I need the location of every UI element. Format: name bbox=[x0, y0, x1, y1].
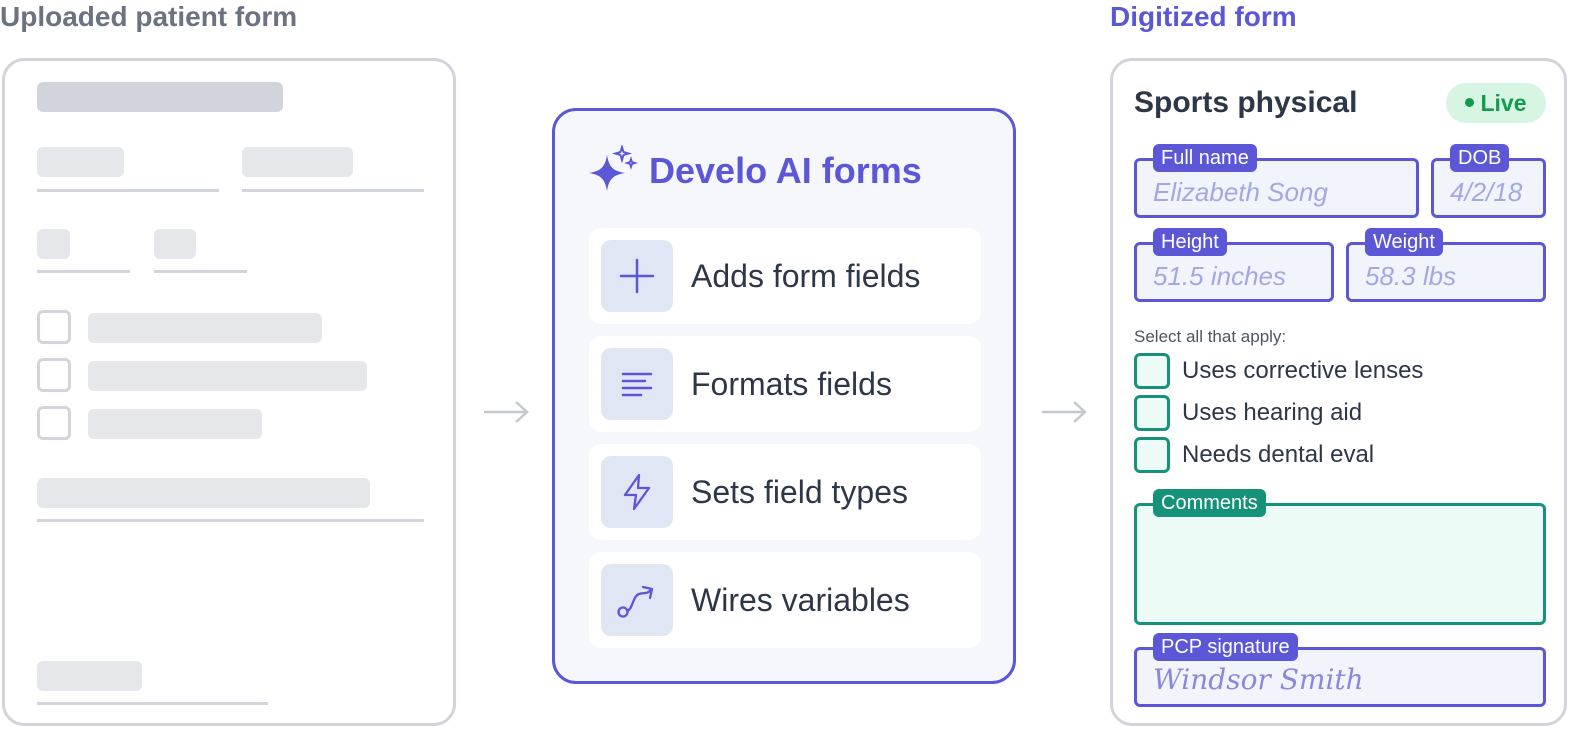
full-name-label: Full name bbox=[1153, 144, 1257, 172]
status-dot-icon bbox=[1465, 98, 1475, 108]
feature-card: Adds form fields bbox=[589, 228, 981, 324]
height-label: Height bbox=[1153, 228, 1227, 256]
comments-field[interactable]: Comments bbox=[1134, 489, 1546, 625]
feature-label: Formats fields bbox=[691, 366, 892, 402]
dob-label: DOB bbox=[1450, 144, 1510, 172]
weight-value: 58.3 lbs bbox=[1365, 261, 1457, 291]
skeleton-underline bbox=[37, 702, 268, 705]
skeleton-underline bbox=[37, 519, 424, 522]
uploaded-form-heading: Uploaded patient form bbox=[0, 1, 298, 32]
lightning-icon bbox=[601, 456, 673, 528]
dob-value: 4/2/18 bbox=[1450, 177, 1523, 207]
ai-forms-title: Develo AI forms bbox=[649, 150, 922, 191]
sparkle-icon bbox=[589, 145, 638, 191]
checkbox-label: Needs dental eval bbox=[1182, 441, 1375, 468]
full-name-field[interactable]: Full name Elizabeth Song bbox=[1134, 144, 1419, 218]
skeleton-checkbox bbox=[37, 310, 71, 344]
feature-label: Sets field types bbox=[691, 474, 908, 510]
signature-value: Windsor Smith bbox=[1153, 663, 1364, 696]
text-align-icon bbox=[601, 348, 673, 420]
skeleton-field bbox=[37, 661, 142, 691]
uploaded-form-panel bbox=[2, 58, 456, 726]
skeleton-field bbox=[37, 229, 70, 259]
checkbox-corrective-lenses[interactable] bbox=[1134, 353, 1170, 389]
skeleton-checkbox bbox=[37, 406, 71, 440]
checkbox-dental-eval[interactable] bbox=[1134, 437, 1170, 473]
skeleton-option bbox=[88, 409, 262, 439]
skeleton-field bbox=[37, 147, 124, 177]
status-label: Live bbox=[1480, 90, 1527, 116]
skeleton-field bbox=[242, 147, 353, 177]
full-name-value: Elizabeth Song bbox=[1153, 177, 1328, 207]
skeleton-field bbox=[154, 229, 196, 259]
skeleton-underline bbox=[242, 189, 424, 192]
feature-card: Sets field types bbox=[589, 444, 981, 540]
ai-forms-panel: Develo AI forms Adds form fields Formats… bbox=[552, 108, 1016, 684]
skeleton-checkbox bbox=[37, 358, 71, 392]
arrow-right-icon bbox=[1042, 401, 1087, 423]
checkbox-label: Uses hearing aid bbox=[1182, 399, 1363, 426]
feature-card: Formats fields bbox=[589, 336, 981, 432]
digitized-form-panel: Sports physical Live Full name Elizabeth… bbox=[1110, 58, 1567, 726]
height-value: 51.5 inches bbox=[1153, 261, 1286, 291]
skeleton-option bbox=[88, 313, 322, 343]
skeleton-underline bbox=[37, 189, 219, 192]
comments-label: Comments bbox=[1153, 489, 1266, 517]
skeleton-underline bbox=[154, 270, 247, 273]
digitized-form-heading: Digitized form bbox=[1110, 1, 1297, 32]
checkbox-label: Uses corrective lenses bbox=[1182, 357, 1424, 384]
feature-label: Wires variables bbox=[691, 582, 910, 618]
plus-icon bbox=[601, 240, 673, 312]
skeleton-field bbox=[37, 478, 370, 508]
weight-field[interactable]: Weight 58.3 lbs bbox=[1346, 228, 1546, 302]
select-all-label: Select all that apply: bbox=[1134, 327, 1287, 346]
skeleton-title bbox=[37, 82, 283, 112]
skeleton-underline bbox=[37, 270, 130, 273]
form-title: Sports physical bbox=[1134, 86, 1358, 119]
pcp-signature-field[interactable]: PCP signature Windsor Smith bbox=[1134, 633, 1546, 707]
live-status-badge: Live bbox=[1446, 83, 1546, 123]
dob-field[interactable]: DOB 4/2/18 bbox=[1431, 144, 1546, 218]
weight-label: Weight bbox=[1365, 228, 1443, 256]
height-field[interactable]: Height 51.5 inches bbox=[1134, 228, 1334, 302]
checkbox-hearing-aid[interactable] bbox=[1134, 395, 1170, 431]
pcp-signature-label: PCP signature bbox=[1153, 633, 1298, 661]
skeleton-option bbox=[88, 361, 367, 391]
connector-icon bbox=[601, 564, 673, 636]
feature-card: Wires variables bbox=[589, 552, 981, 648]
feature-label: Adds form fields bbox=[691, 258, 921, 294]
arrow-right-icon bbox=[484, 401, 529, 423]
